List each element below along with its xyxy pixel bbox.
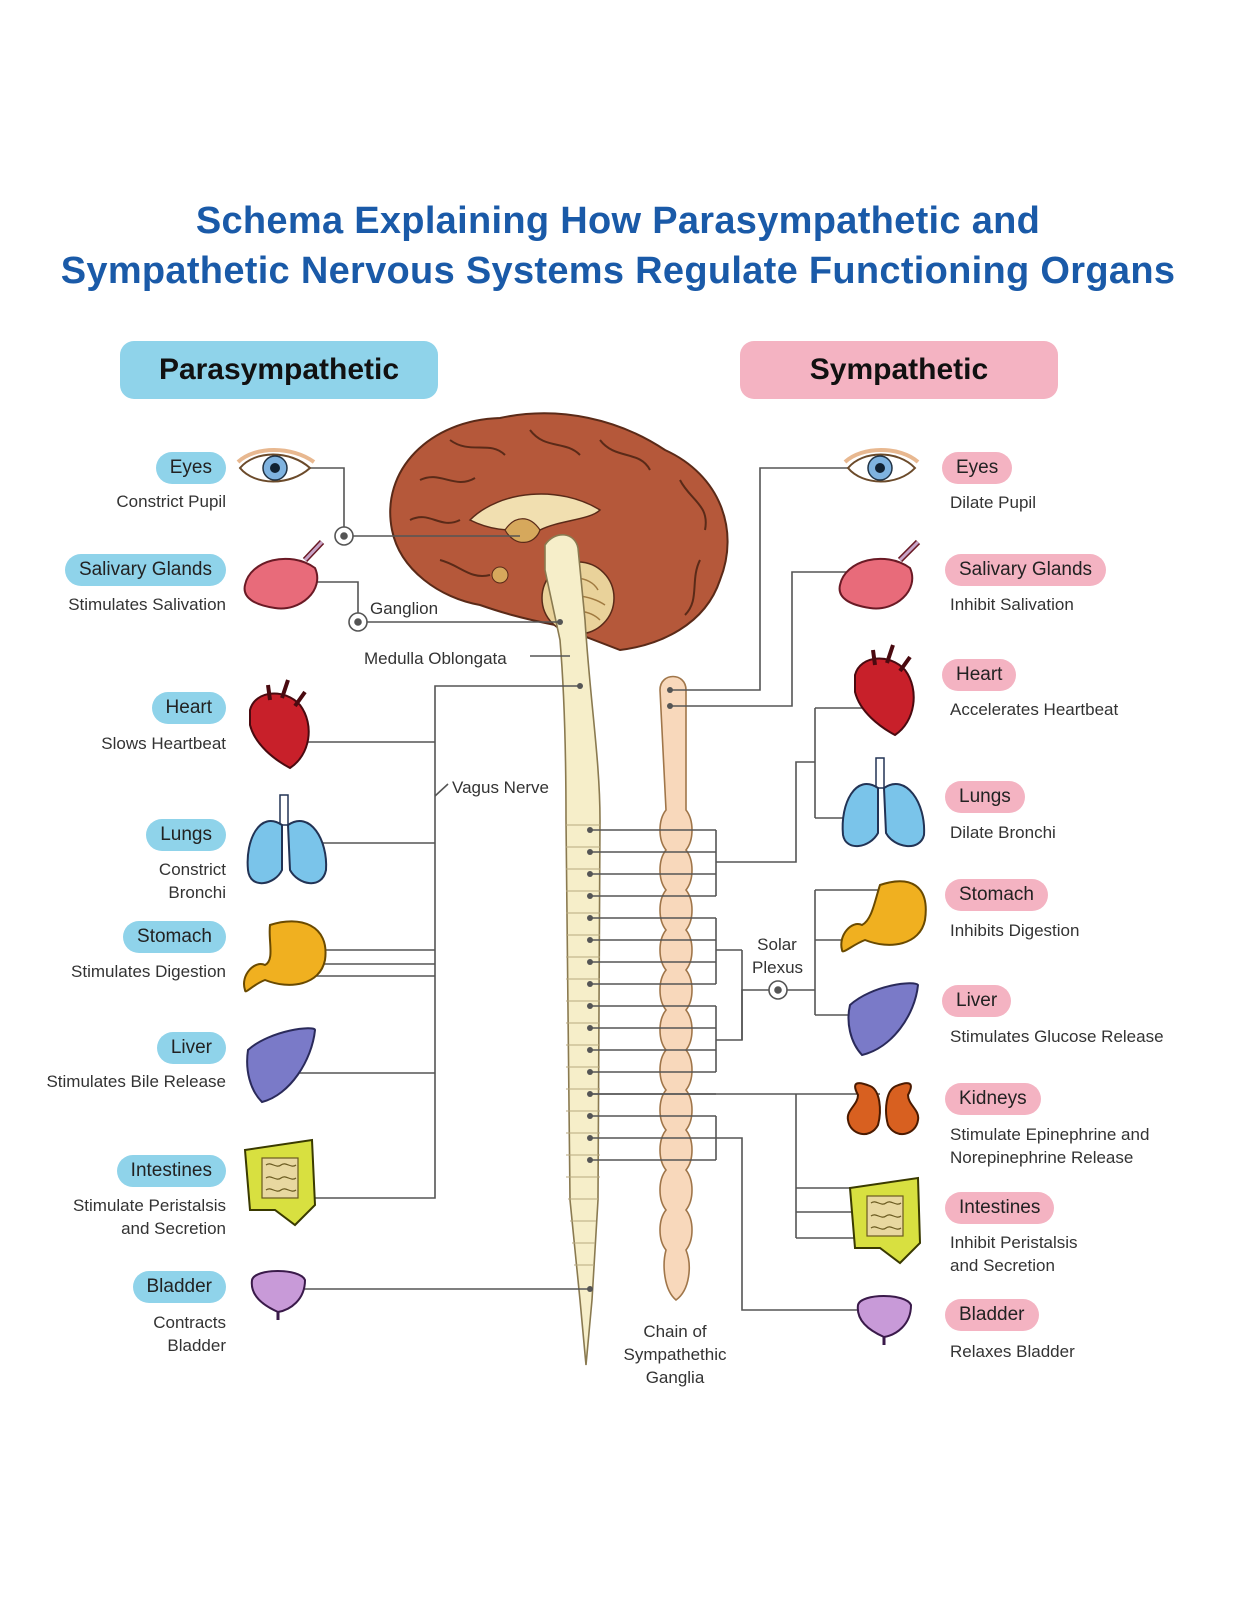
symp-kidneys-icon: [846, 1082, 920, 1135]
ganglia-chain-icon: [659, 675, 693, 1302]
symp-salivary-effect: Inhibit Salivation: [950, 595, 1074, 614]
para-liver-icon: [246, 1027, 317, 1104]
title-line-1: Schema Explaining How Parasympathetic an…: [195, 200, 1041, 242]
symp-bladder-label: Bladder: [945, 1299, 1039, 1331]
para-salivary-gland-icon: [243, 539, 325, 610]
para-bladder-icon: [250, 1270, 307, 1320]
parasympathetic-header: Parasympathetic: [120, 341, 438, 399]
symp-liver-icon: [847, 982, 920, 1057]
symp-stomach-label: Stomach: [945, 879, 1048, 911]
para-salivary-label: Salivary Glands: [64, 554, 226, 586]
para-lungs-icon: [246, 794, 328, 885]
symp-lungs-effect: Dilate Bronchi: [950, 823, 1056, 842]
symp-intestines-effect: Inhibit Peristalsis and Secretion: [950, 1233, 1078, 1275]
symp-eyes-label: Eyes: [942, 452, 1013, 484]
para-salivary-effect: Stimulates Salivation: [68, 595, 226, 614]
symp-liver-label: Liver: [942, 985, 1012, 1017]
spinal-cord-icon: [544, 534, 601, 1366]
title-line-2: Sympathetic Nervous Systems Regulate Fun…: [60, 250, 1176, 292]
symp-lungs-label: Lungs: [945, 781, 1025, 813]
symp-kidneys-effect: Stimulate Epinephrine and Norepinephrine…: [950, 1125, 1150, 1167]
para-intestines-label: Intestines: [116, 1155, 226, 1187]
para-intestines-effect: Stimulate Peristalsis and Secretion: [72, 1196, 226, 1238]
sympathetic-header: Sympathetic: [740, 341, 1058, 399]
medulla-label: Medulla Oblongata: [364, 649, 507, 668]
para-eyes-label: Eyes: [155, 452, 226, 484]
para-lungs-effect: Constrict Bronchi: [158, 860, 226, 902]
para-intestines-icon: [243, 1138, 317, 1227]
symp-salivary-gland-icon: [838, 539, 921, 610]
para-heart-label: Heart: [151, 692, 226, 724]
para-stomach-label: Stomach: [123, 921, 226, 953]
chain-ganglia-label: Chain of Sympathethic Ganglia: [623, 1322, 727, 1387]
para-bladder-label: Bladder: [132, 1271, 226, 1303]
para-bladder-effect: Contracts Bladder: [153, 1313, 226, 1355]
para-lungs-label: Lungs: [146, 819, 226, 851]
symp-eyes-effect: Dilate Pupil: [950, 493, 1036, 512]
para-eye-icon: [236, 448, 316, 483]
symp-heart-icon: [854, 644, 915, 737]
para-liver-effect: Stimulates Bile Release: [46, 1072, 226, 1091]
para-heart-icon: [249, 679, 310, 770]
symp-lungs-icon: [841, 757, 926, 847]
symp-bladder-effect: Relaxes Bladder: [950, 1342, 1075, 1361]
symp-heart-label: Heart: [942, 659, 1017, 691]
solar-plexus-label: Solar Plexus: [752, 935, 804, 977]
symp-bladder-icon: [856, 1295, 913, 1345]
symp-kidneys-label: Kidneys: [945, 1083, 1041, 1115]
symp-intestines-icon: [848, 1176, 922, 1265]
para-eyes-effect: Constrict Pupil: [116, 492, 226, 511]
symp-eye-icon: [843, 448, 920, 483]
symp-heart-effect: Accelerates Heartbeat: [950, 700, 1119, 719]
symp-intestines-label: Intestines: [945, 1192, 1055, 1224]
para-heart-effect: Slows Heartbeat: [101, 734, 226, 753]
para-liver-label: Liver: [156, 1032, 226, 1064]
para-stomach-icon: [243, 920, 327, 993]
symp-stomach-effect: Inhibits Digestion: [950, 921, 1080, 940]
symp-stomach-icon: [840, 880, 927, 953]
vagus-nerve-label: Vagus Nerve: [452, 778, 550, 797]
symp-liver-effect: Stimulates Glucose Release: [950, 1027, 1164, 1046]
ganglion-label: Ganglion: [370, 599, 439, 618]
para-stomach-effect: Stimulates Digestion: [71, 962, 226, 981]
symp-salivary-label: Salivary Glands: [945, 554, 1107, 586]
